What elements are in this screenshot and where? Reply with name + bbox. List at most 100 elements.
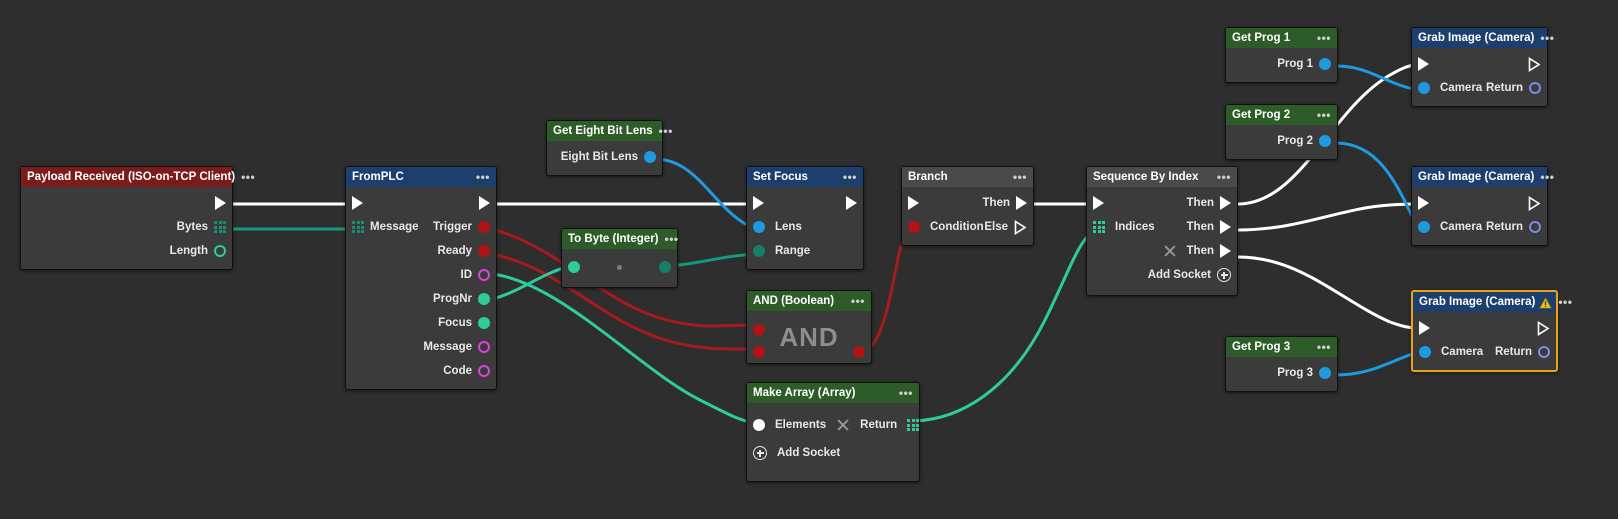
camera-port-icon[interactable] xyxy=(1319,367,1331,379)
image-return-port-icon[interactable] xyxy=(1529,221,1541,233)
exec-in-icon[interactable] xyxy=(352,196,363,210)
camera-port-icon[interactable] xyxy=(1418,221,1430,233)
camera-port-icon[interactable] xyxy=(1319,58,1331,70)
node-grab-image-2[interactable]: Grab Image (Camera) ••• Camera Return xyxy=(1411,166,1554,246)
port-row-a[interactable] xyxy=(747,319,871,341)
node-header[interactable]: Payload Received (ISO-on-TCP Client) ••• xyxy=(21,167,255,187)
port-row-exec-out[interactable] xyxy=(21,191,232,215)
bool-port-icon[interactable] xyxy=(478,245,490,257)
exec-out-icon[interactable] xyxy=(1528,195,1541,211)
node-header[interactable]: Sequence By Index ••• xyxy=(1087,167,1237,187)
port-row-code[interactable]: Code xyxy=(346,359,496,383)
exec-out-2-icon[interactable] xyxy=(1220,220,1231,234)
node-header[interactable]: Get Prog 1 ••• xyxy=(1226,28,1337,48)
port-row-then-3[interactable]: Then xyxy=(1087,239,1237,263)
node-header[interactable]: Grab Image (Camera) ••• xyxy=(1412,167,1554,187)
node-menu-icon[interactable]: ••• xyxy=(241,170,256,184)
port-row-focus[interactable]: Focus xyxy=(346,311,496,335)
port-row-exec[interactable] xyxy=(747,191,863,215)
bool-port-icon[interactable] xyxy=(908,221,920,233)
node-menu-icon[interactable]: ••• xyxy=(1316,31,1331,45)
node-menu-icon[interactable]: ••• xyxy=(842,170,857,184)
remove-socket-icon[interactable] xyxy=(836,418,850,432)
node-menu-icon[interactable]: ••• xyxy=(850,294,865,308)
port-row-message-in[interactable]: Message Trigger xyxy=(346,215,496,239)
port-row-prog-2[interactable]: Prog 2 xyxy=(1226,129,1337,153)
node-menu-icon[interactable]: ••• xyxy=(1316,108,1331,122)
node-to-byte-integer[interactable]: To Byte (Integer) ••• xyxy=(561,228,678,288)
port-row-then[interactable]: Then xyxy=(902,191,1033,215)
node-set-focus[interactable]: Set Focus ••• Lens Range xyxy=(746,166,864,270)
exec-in-icon[interactable] xyxy=(753,196,764,210)
port-row-b[interactable] xyxy=(747,341,871,363)
image-return-port-icon[interactable] xyxy=(1529,82,1541,94)
port-row-condition[interactable]: Condition Else xyxy=(902,215,1033,239)
array-port-icon[interactable] xyxy=(214,221,226,233)
node-and-boolean[interactable]: AND (Boolean) ••• AND xyxy=(746,290,872,364)
node-header[interactable]: Set Focus ••• xyxy=(747,167,863,187)
port-row-indices[interactable]: Indices Then xyxy=(1087,215,1237,239)
exec-in-icon[interactable] xyxy=(908,196,919,210)
node-branch[interactable]: Branch ••• Then Condition Else xyxy=(901,166,1034,246)
node-grab-image-3[interactable]: Grab Image (Camera) ••• Camera Return xyxy=(1411,290,1572,372)
bool-in-b-port-icon[interactable] xyxy=(753,346,765,358)
port-row-camera[interactable]: Camera Return xyxy=(1412,76,1547,100)
bool-port-icon[interactable] xyxy=(478,221,490,233)
exec-out-icon[interactable] xyxy=(1528,56,1541,72)
row-add-socket[interactable]: Add Socket xyxy=(1087,263,1237,287)
node-header[interactable]: To Byte (Integer) ••• xyxy=(562,229,678,249)
array-port-icon[interactable] xyxy=(1093,221,1105,233)
exec-out-else-icon[interactable] xyxy=(1014,219,1027,235)
exec-out-icon[interactable] xyxy=(846,196,857,210)
node-payload-received[interactable]: Payload Received (ISO-on-TCP Client) •••… xyxy=(20,166,255,270)
node-header[interactable]: FromPLC ••• xyxy=(346,167,496,187)
exec-out-icon[interactable] xyxy=(1537,320,1550,336)
node-header[interactable]: Get Prog 2 ••• xyxy=(1226,105,1337,125)
port-row-camera[interactable]: Camera Return xyxy=(1413,340,1556,364)
element-port-icon[interactable] xyxy=(753,419,765,431)
node-menu-icon[interactable]: ••• xyxy=(1558,295,1573,309)
string-port-icon[interactable] xyxy=(478,341,490,353)
exec-out-3-icon[interactable] xyxy=(1220,244,1231,258)
port-row-prog-3[interactable]: Prog 3 xyxy=(1226,361,1337,385)
number-port-icon[interactable] xyxy=(478,317,490,329)
node-menu-icon[interactable]: ••• xyxy=(898,386,913,400)
exec-out-then-icon[interactable] xyxy=(1016,196,1027,210)
node-menu-icon[interactable]: ••• xyxy=(475,170,490,184)
port-row-exec[interactable] xyxy=(1413,316,1556,340)
exec-in-icon[interactable] xyxy=(1418,196,1429,210)
node-header[interactable]: AND (Boolean) ••• xyxy=(747,291,871,311)
node-get-prog-1[interactable]: Get Prog 1 ••• Prog 1 xyxy=(1225,27,1338,83)
add-socket-icon[interactable] xyxy=(1217,268,1231,282)
node-get-prog-3[interactable]: Get Prog 3 ••• Prog 3 xyxy=(1225,336,1338,392)
node-get-eight-bit-lens[interactable]: Get Eight Bit Lens ••• Eight Bit Lens xyxy=(546,120,672,176)
camera-port-icon[interactable] xyxy=(644,151,656,163)
camera-port-icon[interactable] xyxy=(1418,82,1430,94)
exec-in-icon[interactable] xyxy=(1418,57,1429,71)
port-row-ready[interactable]: Ready xyxy=(346,239,496,263)
port-row-message-out[interactable]: Message xyxy=(346,335,496,359)
port-row-range[interactable]: Range xyxy=(747,239,863,263)
exec-in-icon[interactable] xyxy=(1419,321,1430,335)
port-row-then-1[interactable]: Then xyxy=(1087,191,1237,215)
node-header[interactable]: Make Array (Array) ••• xyxy=(747,383,919,403)
bool-out-port-icon[interactable] xyxy=(853,346,865,358)
port-row-elements[interactable]: Elements Return xyxy=(747,411,920,439)
string-port-icon[interactable] xyxy=(478,269,490,281)
exec-in-icon[interactable] xyxy=(1093,196,1104,210)
port-row-camera[interactable]: Camera Return xyxy=(1412,215,1547,239)
bool-in-a-port-icon[interactable] xyxy=(753,324,765,336)
node-header[interactable]: Grab Image (Camera) ••• xyxy=(1413,292,1572,312)
node-menu-icon[interactable]: ••• xyxy=(1316,340,1331,354)
node-fromplc[interactable]: FromPLC ••• Message Trigger Ready xyxy=(345,166,497,390)
node-menu-icon[interactable]: ••• xyxy=(1540,31,1555,45)
node-header[interactable]: Get Eight Bit Lens ••• xyxy=(547,121,672,141)
port-row-lens[interactable]: Lens xyxy=(747,215,863,239)
string-port-icon[interactable] xyxy=(478,365,490,377)
camera-port-icon[interactable] xyxy=(1419,346,1431,358)
node-grab-image-1[interactable]: Grab Image (Camera) ••• Camera Return xyxy=(1411,27,1554,107)
exec-out-icon[interactable] xyxy=(479,196,490,210)
add-socket-icon[interactable] xyxy=(753,446,767,460)
row-add-socket[interactable]: Add Socket xyxy=(747,439,919,467)
